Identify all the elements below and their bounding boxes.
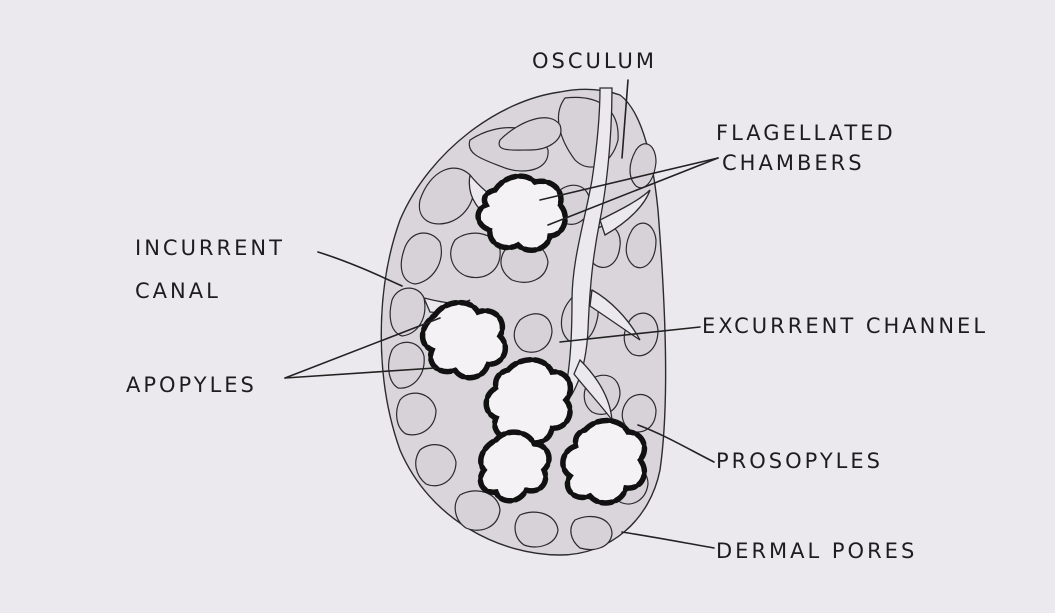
dermal-pores-leader bbox=[622, 532, 714, 548]
chamber-lower-left bbox=[480, 432, 549, 501]
label-dermal-pores: DERMAL PORES bbox=[716, 539, 917, 563]
chamber-middle-left bbox=[423, 303, 506, 378]
label-incurrent-line2: CANAL bbox=[135, 279, 221, 303]
chamber-center bbox=[486, 360, 570, 443]
label-flagellated-line2: CHAMBERS bbox=[722, 151, 865, 175]
label-osculum: OSCULUM bbox=[532, 49, 657, 73]
label-excurrent: EXCURRENT CHANNEL bbox=[702, 314, 988, 338]
label-prosopyles: PROSOPYLES bbox=[716, 449, 883, 473]
label-apopyles: APOPYLES bbox=[126, 373, 257, 397]
label-flagellated-line1: FLAGELLATED bbox=[716, 121, 896, 145]
label-incurrent-line1: INCURRENT bbox=[135, 236, 285, 260]
